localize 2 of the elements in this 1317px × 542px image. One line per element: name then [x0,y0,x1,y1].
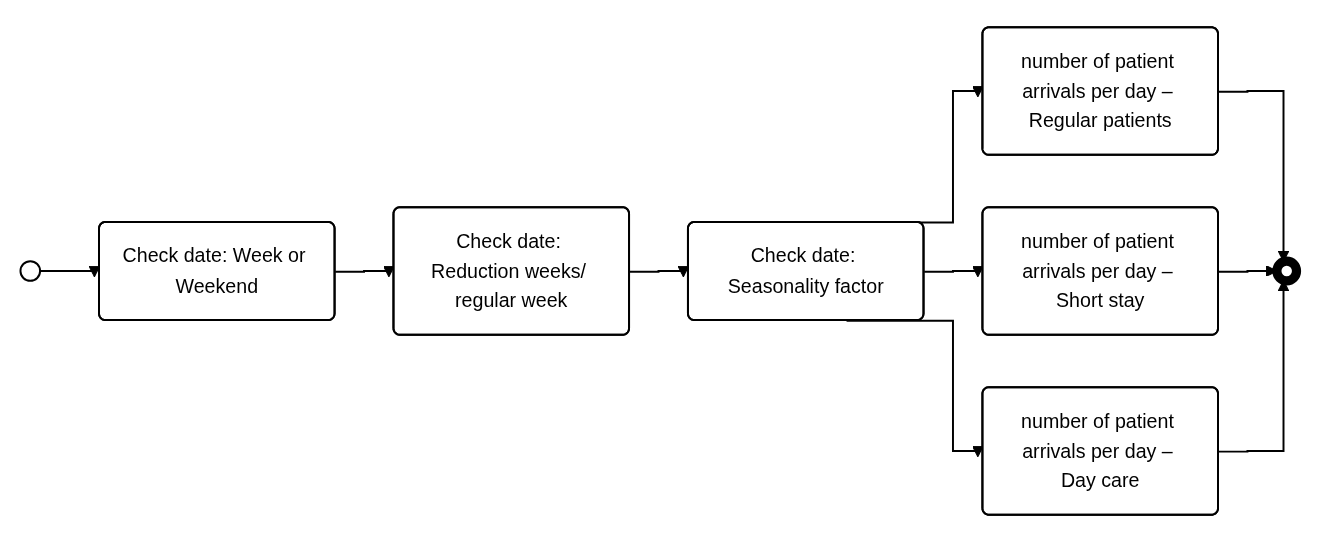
node-circle [1272,256,1302,286]
node-circle [19,260,42,282]
